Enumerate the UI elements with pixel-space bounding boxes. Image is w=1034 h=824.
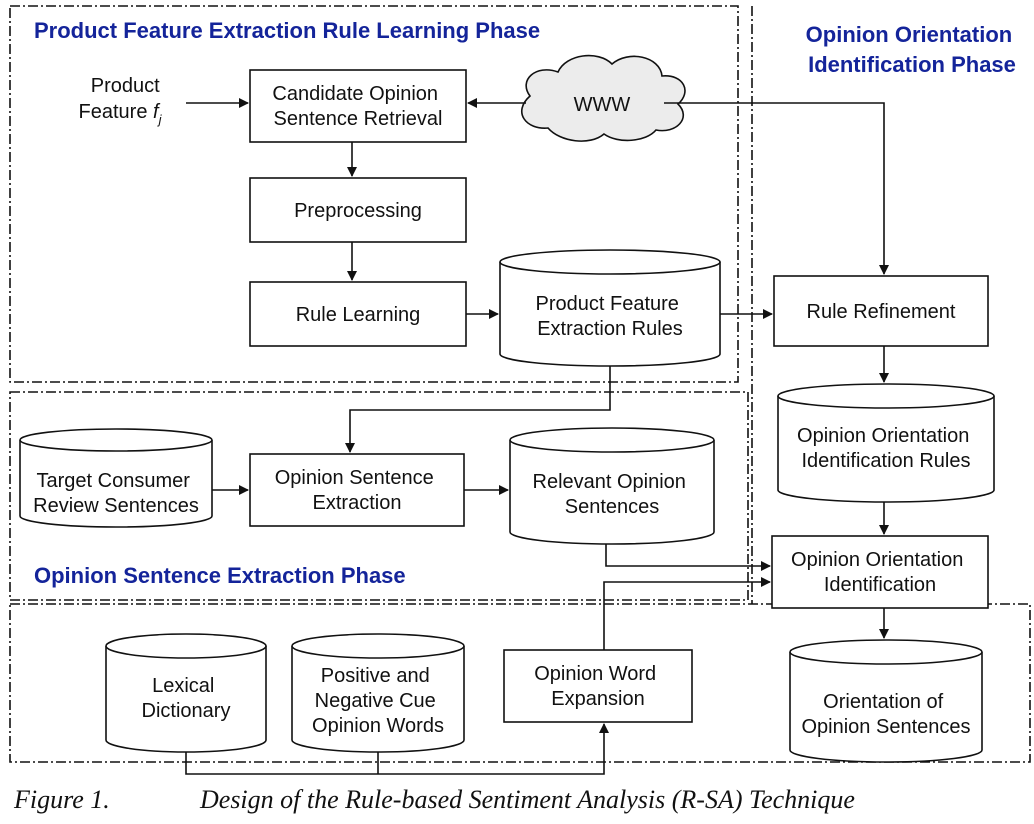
word-expansion-line2: Expansion	[551, 688, 644, 710]
oi-rules-line2: Identification Rules	[802, 450, 971, 472]
oo-identification-line2: Identification	[824, 574, 936, 596]
oi-rules-label: Opinion Orientation Identification Rules	[797, 425, 975, 472]
rule-refinement-box	[773, 275, 989, 347]
lexical-dictionary-line2: Dictionary	[142, 700, 231, 722]
target-reviews-cylinder	[19, 428, 213, 528]
sentence-extraction-phase-title: Opinion Sentence Extraction Phase	[34, 563, 406, 588]
pfe-rules-line1: Product Feature	[536, 293, 679, 315]
orientation-phase-title-line2: Identification Phase	[808, 52, 1016, 77]
arrow-relevant-to-identification	[605, 544, 771, 571]
arrow-expansion-to-identification	[603, 577, 771, 650]
orientation-phase-title: Opinion Orientation Identification Phase	[806, 22, 1019, 77]
rule-refinement-label: Rule Refinement	[807, 301, 956, 323]
orientation-sentences-line2: Opinion Sentences	[801, 716, 970, 738]
relevant-sentences-cylinder	[509, 427, 715, 545]
product-feature-symbol: f	[153, 101, 161, 123]
word-expansion-line1: Opinion Word	[534, 663, 656, 685]
preprocessing-label: Preprocessing	[294, 200, 422, 222]
arrow-lexicons-to-expansion	[185, 723, 609, 775]
product-feature-line2: Feature	[79, 101, 153, 123]
oo-identification-line1: Opinion Orientation	[791, 549, 963, 571]
cue-words-cylinder	[291, 633, 465, 753]
sentence-extraction-phase-region	[9, 391, 749, 601]
pfe-rules-cylinder	[499, 249, 721, 367]
orientation-sentences-cylinder	[789, 639, 983, 763]
preprocessing-box	[249, 177, 467, 243]
figure-label: Figure 1.	[14, 785, 110, 814]
oi-rules-line1: Opinion Orientation	[797, 425, 969, 447]
cue-words-label: Positive and Negative Cue Opinion Words	[312, 665, 444, 737]
relevant-sentences-line2: Sentences	[565, 496, 660, 518]
sentence-extraction-box	[249, 453, 465, 527]
arrow-pfe-rules-to-sentence-extraction	[345, 366, 611, 453]
rule-learning-phase-title: Product Feature Extraction Rule Learning…	[34, 18, 540, 43]
www-label: WWW	[574, 94, 631, 116]
target-reviews-label: Target Consumer Review Sentences	[33, 470, 199, 517]
oi-rules-cylinder	[777, 383, 995, 503]
cue-words-line2: Negative Cue	[315, 690, 436, 712]
candidate-retrieval-label: Candidate Opinion Sentence Retrieval	[272, 83, 443, 130]
lexical-dictionary-line1: Lexical	[152, 675, 214, 697]
pfe-rules-line2: Extraction Rules	[537, 318, 683, 340]
product-feature-line1: Product	[91, 75, 160, 97]
rule-learning-phase-region	[9, 5, 739, 383]
pfe-rules-label: Product Feature Extraction Rules	[536, 293, 685, 340]
orientation-sentences-line1: Orientation of	[823, 691, 944, 713]
sentence-extraction-label: Opinion Sentence Extraction	[275, 467, 440, 514]
www-cloud: WWW	[520, 54, 686, 142]
candidate-retrieval-line2: Sentence Retrieval	[274, 108, 443, 130]
candidate-retrieval-box	[249, 69, 467, 143]
oo-identification-label: Opinion Orientation Identification	[791, 549, 969, 596]
figure-caption: Design of the Rule-based Sentiment Analy…	[200, 785, 855, 814]
orientation-sentences-label: Orientation of Opinion Sentences	[801, 691, 970, 738]
lexical-dictionary-cylinder	[105, 633, 267, 753]
target-reviews-line1: Target Consumer	[37, 470, 191, 492]
relevant-sentences-line1: Relevant Opinion	[533, 471, 686, 493]
relevant-sentences-label: Relevant Opinion Sentences	[533, 471, 692, 518]
candidate-retrieval-line1: Candidate Opinion	[272, 83, 438, 105]
target-reviews-line2: Review Sentences	[33, 495, 199, 517]
product-feature-subscript: j	[157, 112, 163, 127]
cue-words-line3: Opinion Words	[312, 715, 444, 737]
lexicon-region	[9, 603, 1031, 763]
sentence-extraction-line1: Opinion Sentence	[275, 467, 434, 489]
sentence-extraction-line2: Extraction	[313, 492, 402, 514]
word-expansion-label: Opinion Word Expansion	[534, 663, 661, 710]
rule-learning-label: Rule Learning	[296, 304, 421, 326]
oo-identification-box	[771, 535, 989, 609]
lexical-dictionary-label: Lexical Dictionary	[142, 675, 231, 722]
arrow-www-to-rule-refinement	[664, 102, 889, 275]
word-expansion-box	[503, 649, 693, 723]
cue-words-line1: Positive and	[321, 665, 430, 687]
orientation-phase-title-line1: Opinion Orientation	[806, 22, 1013, 47]
product-feature-input: Product Feature fj	[79, 75, 166, 127]
